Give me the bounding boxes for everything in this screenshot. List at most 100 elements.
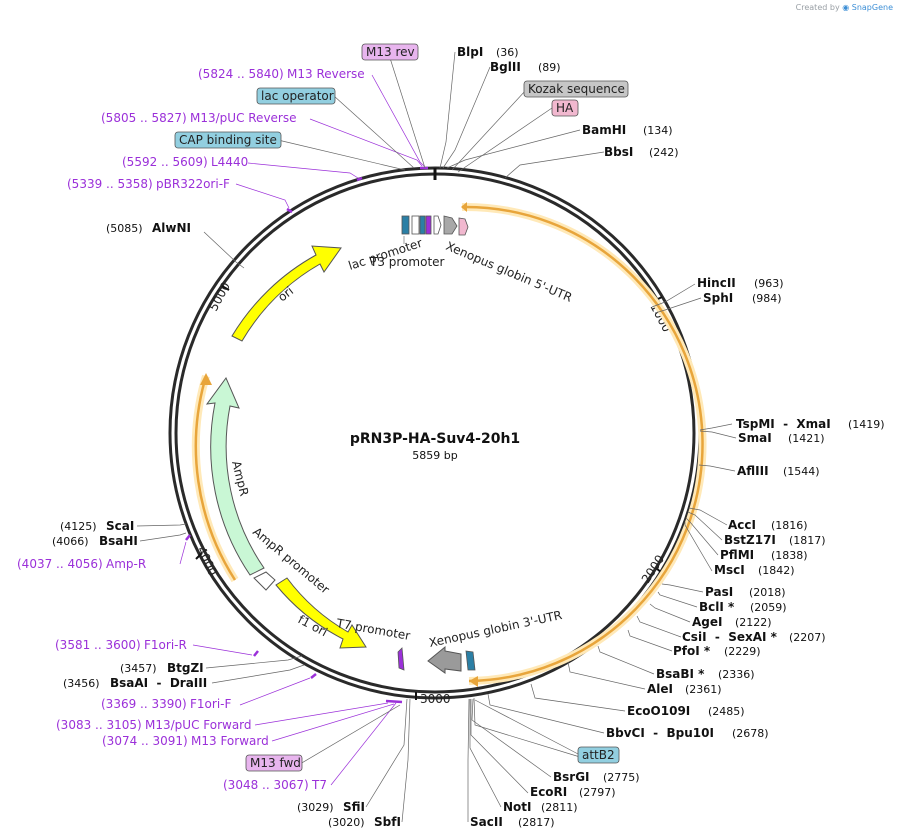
tag-cap-binding-site-box <box>174 131 282 149</box>
tag-ha: HA <box>556 101 574 115</box>
enzyme-sacii: SacII <box>470 815 503 829</box>
xenopus-globin-5utr-label: Xenopus globin 5'-UTR <box>444 239 574 305</box>
primer-m13puc-reverse: M13/pUC Reverse <box>190 111 297 125</box>
enzyme-bsahi: BsaHI <box>99 534 138 548</box>
primer-f1ori-f: F1ori-F <box>190 697 231 711</box>
enzyme-agei-pos: (2122) <box>735 616 772 629</box>
cds-end-arrowhead-icon <box>469 676 478 687</box>
lac-promoter-feature <box>411 215 420 235</box>
enzyme-bglii: BglII <box>490 60 521 74</box>
enzyme-afliii: AflIII <box>737 464 769 478</box>
tag-attb2: attB2 <box>582 748 615 762</box>
enzyme-bsrgi-pos: (2775) <box>603 771 640 784</box>
primer-leader-lines <box>179 74 425 786</box>
primer-l4440: L4440 <box>211 155 248 169</box>
enzyme-blpi-pos: (36) <box>496 46 519 59</box>
primer-t7-range: (3048 .. 3067) <box>223 778 309 792</box>
plasmid-size: 5859 bp <box>412 449 457 462</box>
tag-cap-binding-site: CAP binding site <box>179 133 277 147</box>
enzyme-bbvci-bpu10i-pos: (2678) <box>732 727 769 740</box>
enzyme-pflmi-pos: (1838) <box>771 549 808 562</box>
enzyme-noti: NotI <box>503 800 532 814</box>
plasmid-name: pRN3P-HA-Suv4-20h1 <box>350 431 520 447</box>
enzyme-sfii: SfiI <box>343 800 365 814</box>
enzyme-sbfi-pos: (3020) <box>328 816 365 829</box>
lac-operator-feature <box>419 215 426 235</box>
enzyme-alei-pos: (2361) <box>685 683 722 696</box>
enzyme-bcli: BclI * <box>699 600 735 614</box>
enzyme-tspmi-xmai-pos: (1419) <box>848 418 885 431</box>
ampr-label: AmpR <box>229 459 251 497</box>
enzyme-hincii: HincII <box>697 276 736 290</box>
ampr-cds-arc <box>194 375 237 581</box>
tick-label-5000: 5000 <box>206 280 233 314</box>
ampr-promoter-arrow <box>253 571 276 591</box>
enzyme-bsaai-draiii: BsaAI - DraIII <box>110 676 207 690</box>
primer-t7: T7 <box>311 778 327 792</box>
m13-rev-feature <box>425 215 432 235</box>
ampr-arrow <box>205 376 265 576</box>
tag-kozak-sequence: Kozak sequence <box>528 82 625 96</box>
ori-arrow <box>231 245 342 342</box>
primer-f1ori-r-range: (3581 .. 3600) <box>55 638 141 652</box>
enzyme-afliii-pos: (1544) <box>783 465 820 478</box>
enzyme-pflmi: PflMI <box>720 548 754 562</box>
enzyme-scai-pos: (4125) <box>60 520 97 533</box>
enzyme-sacii-pos: (2817) <box>518 816 555 829</box>
primer-pbr322ori-f: pBR322ori-F <box>156 177 230 191</box>
tag-lac-operator-box <box>256 87 336 105</box>
primer-m13puc-reverse-range: (5805 .. 5827) <box>101 111 187 125</box>
enzyme-bbvci-bpu10i: BbvCI - Bpu10I <box>606 726 714 740</box>
primer-f1ori-f-range: (3369 .. 3390) <box>101 697 187 711</box>
enzyme-scai: ScaI <box>106 519 134 533</box>
primer-m13-reverse-range: (5824 .. 5840) <box>198 67 284 81</box>
primer-l4440-range: (5592 .. 5609) <box>122 155 208 169</box>
enzyme-bstz17i: BstZ17I <box>724 533 776 547</box>
tag-attb2-box <box>577 746 620 764</box>
primer-m13puc-forward-range: (3083 .. 3105) <box>56 718 142 732</box>
tag-lac-operator: lac operator <box>261 89 334 103</box>
enzyme-acci-pos: (1816) <box>771 519 808 532</box>
enzyme-sphi: SphI <box>703 291 733 305</box>
enzyme-msci-pos: (1842) <box>758 564 795 577</box>
enzyme-tspmi-xmai: TspMI - XmaI <box>736 417 831 431</box>
enzyme-bsahi-pos: (4066) <box>52 535 89 548</box>
enzyme-pasi-pos: (2018) <box>749 586 786 599</box>
xenopus-globin-5utr-feature <box>443 215 458 235</box>
enzyme-ecoo109i: EcoO109I <box>627 704 690 718</box>
ampr-cds-arrowhead-icon <box>200 373 212 385</box>
tag-m13-fwd-box <box>245 754 303 772</box>
tick-label-3000: 3000 <box>420 692 451 706</box>
enzyme-bbsi: BbsI <box>604 145 633 159</box>
enzyme-acci: AccI <box>728 518 756 532</box>
enzyme-smai: SmaI <box>738 431 772 445</box>
tag-ha-box <box>551 99 579 117</box>
primer-amp-r-range: (4037 .. 4056) <box>17 557 103 571</box>
xenopus-globin-3utr-arrow <box>427 645 462 674</box>
primer-pbr322ori-f-range: (5339 .. 5358) <box>67 177 153 191</box>
tag-kozak-sequence-box <box>523 80 629 98</box>
enzyme-bsabi-pos: (2336) <box>718 668 755 681</box>
enzyme-csii-sexai-pos: (2207) <box>789 631 826 644</box>
enzyme-bamhi-pos: (134) <box>643 124 673 137</box>
enzyme-csii-sexai: CsiI - SexAI * <box>682 630 778 644</box>
primer-f1ori-r: F1ori-R <box>144 638 187 652</box>
enzyme-btgzi-pos: (3457) <box>120 662 157 675</box>
enzyme-pasi: PasI <box>705 585 733 599</box>
enzyme-alei: AleI <box>647 682 673 696</box>
t3-promoter-feature <box>433 215 442 235</box>
leader-lines <box>136 51 737 823</box>
t3-promoter-label: T3 promoter <box>369 255 445 269</box>
cds-start-marker <box>461 202 467 212</box>
enzyme-hincii-pos: (963) <box>754 277 784 290</box>
enzyme-sfii-pos: (3029) <box>297 801 334 814</box>
enzyme-agei: AgeI <box>692 615 722 629</box>
snapgene-logo-icon: ◉ <box>842 3 850 12</box>
enzyme-smai-pos: (1421) <box>788 432 825 445</box>
suv4-20h1-cds-arc <box>461 205 704 683</box>
tick-4000 <box>195 552 203 560</box>
t7-promoter-feature <box>397 647 405 671</box>
enzyme-btgzi: BtgZI <box>167 661 204 675</box>
primer-amp-r: Amp-R <box>106 557 146 571</box>
primer-m13-forward-range: (3074 .. 3091) <box>102 734 188 748</box>
